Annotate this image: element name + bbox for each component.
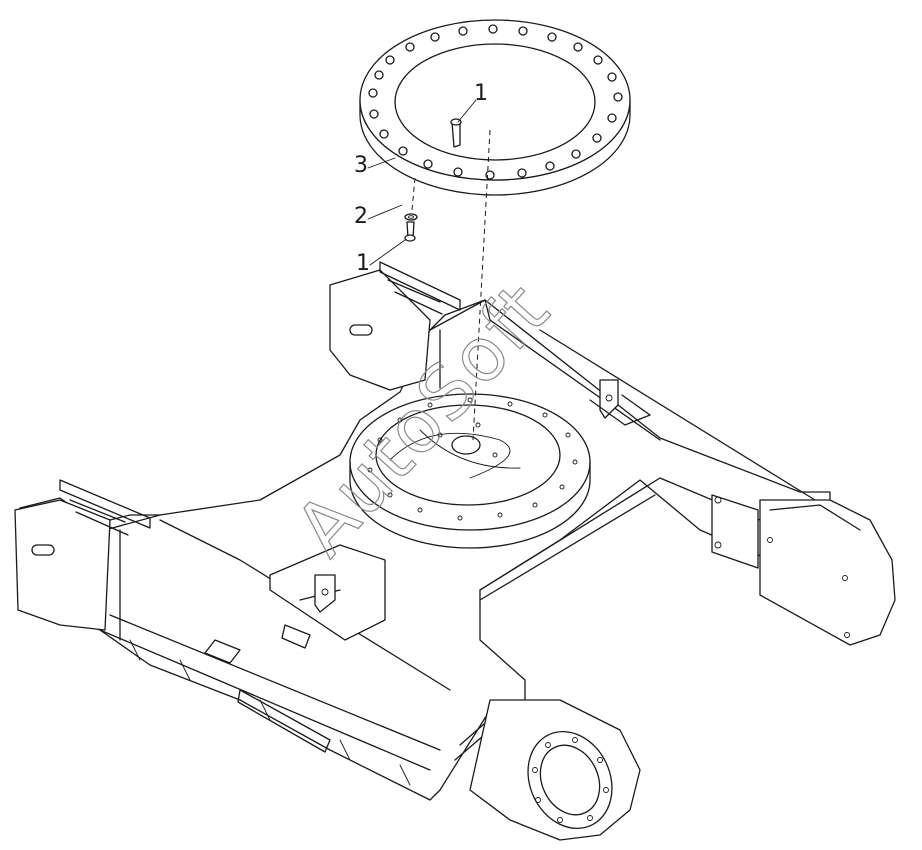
- right-idler-arm: [711, 494, 896, 646]
- swing-bearing-seat: [349, 393, 591, 549]
- leader-lines: [367, 99, 477, 266]
- assembly-lines: [411, 129, 491, 441]
- callout-2: 2: [354, 204, 368, 229]
- swing-bearing-ring: [359, 19, 631, 196]
- callout-3: 3: [354, 153, 368, 178]
- left-idler-arm: [469, 699, 641, 841]
- lower-frame: [14, 261, 831, 801]
- callout-1-top: 1: [474, 81, 488, 106]
- bolt-and-washer: [404, 213, 418, 242]
- callout-1-bottom: 1: [356, 251, 370, 276]
